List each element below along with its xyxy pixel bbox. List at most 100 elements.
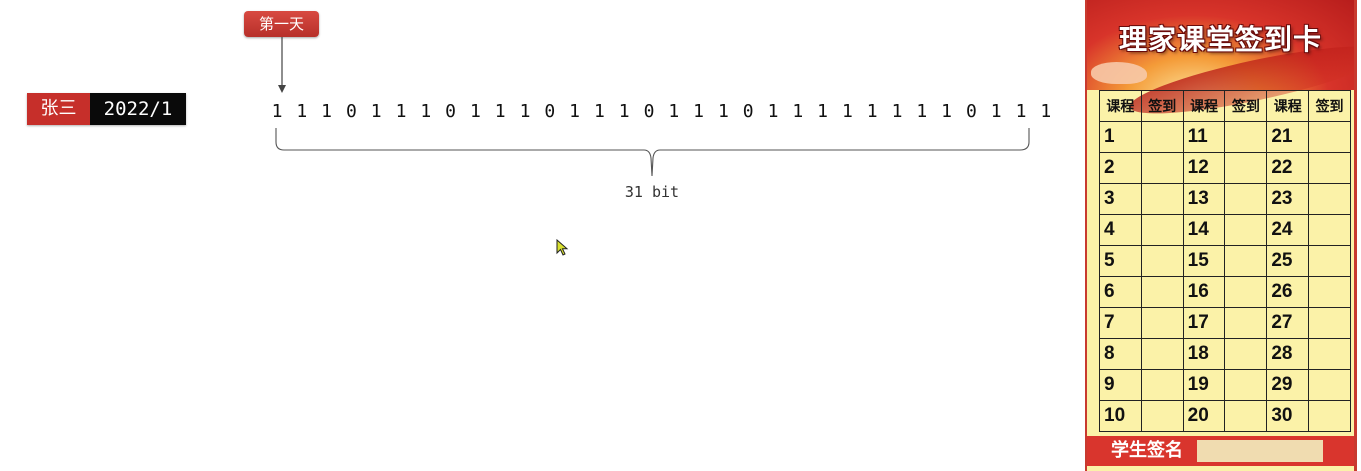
bit-21: 1 — [767, 101, 779, 122]
signin-cell[interactable] — [1140, 245, 1184, 277]
course-number: 22 — [1266, 152, 1310, 184]
bit-14: 1 — [593, 101, 605, 122]
signin-cell[interactable] — [1224, 121, 1268, 153]
bit-11: 1 — [519, 101, 531, 122]
first-day-tag: 第一天 — [244, 11, 319, 37]
course-number: 17 — [1182, 307, 1226, 339]
signin-cell[interactable] — [1140, 152, 1184, 184]
card-header: 理家课堂签到卡 — [1087, 0, 1354, 127]
signature-box[interactable] — [1197, 440, 1323, 462]
grid-header-row: 课程签到课程签到课程签到 — [1099, 90, 1351, 122]
signin-cell[interactable] — [1224, 338, 1268, 370]
signin-cell[interactable] — [1224, 369, 1268, 401]
course-number: 23 — [1266, 183, 1310, 215]
course-header: 课程 — [1182, 90, 1226, 122]
signin-cell[interactable] — [1308, 214, 1351, 246]
signin-cell[interactable] — [1308, 276, 1351, 308]
course-number: 2 — [1099, 152, 1142, 184]
signin-cell[interactable] — [1140, 307, 1184, 339]
course-number: 7 — [1099, 307, 1142, 339]
signin-header: 签到 — [1224, 90, 1268, 122]
bit-20: 0 — [742, 101, 754, 122]
signin-cell[interactable] — [1224, 183, 1268, 215]
bit-9: 1 — [469, 101, 481, 122]
first-day-arrow — [278, 37, 286, 93]
course-number: 26 — [1266, 276, 1310, 308]
signin-cell[interactable] — [1308, 121, 1351, 153]
bit-10: 1 — [494, 101, 506, 122]
signin-cell[interactable] — [1224, 307, 1268, 339]
signin-cell[interactable] — [1140, 369, 1184, 401]
course-number: 15 — [1182, 245, 1226, 277]
signin-cell[interactable] — [1140, 400, 1184, 432]
signin-cell[interactable] — [1308, 338, 1351, 370]
course-number: 16 — [1182, 276, 1226, 308]
signin-cell[interactable] — [1224, 400, 1268, 432]
bit-4: 0 — [345, 101, 357, 122]
course-number: 28 — [1266, 338, 1310, 370]
student-signature-label: 学生签名 — [1111, 440, 1183, 461]
course-number: 8 — [1099, 338, 1142, 370]
signin-cell[interactable] — [1224, 152, 1268, 184]
bit-19: 1 — [717, 101, 729, 122]
signin-cell[interactable] — [1140, 214, 1184, 246]
signin-cell[interactable] — [1308, 152, 1351, 184]
user-name: 张三 — [27, 93, 90, 125]
course-number: 5 — [1099, 245, 1142, 277]
signin-header: 签到 — [1140, 90, 1184, 122]
course-number: 10 — [1099, 400, 1142, 432]
bit-28: 1 — [941, 101, 953, 122]
bit-1: 1 — [271, 101, 283, 122]
signin-cell[interactable] — [1224, 276, 1268, 308]
bit-25: 1 — [866, 101, 878, 122]
signin-cell[interactable] — [1140, 338, 1184, 370]
course-header: 课程 — [1099, 90, 1142, 122]
bit-32: 1 — [1040, 101, 1052, 122]
course-number: 19 — [1182, 369, 1226, 401]
bit-13: 1 — [569, 101, 581, 122]
hand-illustration — [1091, 62, 1147, 84]
bit-12: 0 — [544, 101, 556, 122]
bit-23: 1 — [817, 101, 829, 122]
bit-3: 1 — [321, 101, 333, 122]
signin-cell[interactable] — [1224, 214, 1268, 246]
course-number: 18 — [1182, 338, 1226, 370]
bit-18: 1 — [693, 101, 705, 122]
signin-cell[interactable] — [1308, 307, 1351, 339]
course-number: 29 — [1266, 369, 1310, 401]
course-number: 13 — [1182, 183, 1226, 215]
signin-cell[interactable] — [1140, 276, 1184, 308]
signin-cell[interactable] — [1140, 183, 1184, 215]
signin-cell[interactable] — [1308, 183, 1351, 215]
bit-17: 1 — [668, 101, 680, 122]
course-number: 4 — [1099, 214, 1142, 246]
bit-2: 1 — [296, 101, 308, 122]
course-number: 6 — [1099, 276, 1142, 308]
card-footer: 学生签名 — [1087, 436, 1354, 466]
course-number: 11 — [1182, 121, 1226, 153]
bit-24: 1 — [841, 101, 853, 122]
course-number: 21 — [1266, 121, 1310, 153]
bit-27: 1 — [916, 101, 928, 122]
user-month-tag: 张三 2022/1 — [27, 93, 186, 125]
card-title: 理家课堂签到卡 — [1118, 23, 1322, 56]
course-number: 9 — [1099, 369, 1142, 401]
signin-cell[interactable] — [1308, 245, 1351, 277]
bit-6: 1 — [395, 101, 407, 122]
signin-cell[interactable] — [1224, 245, 1268, 277]
signin-cell[interactable] — [1308, 400, 1351, 432]
bit-16: 0 — [643, 101, 655, 122]
signin-cell[interactable] — [1308, 369, 1351, 401]
course-header: 课程 — [1266, 90, 1310, 122]
bit-8: 0 — [445, 101, 457, 122]
signin-cell[interactable] — [1140, 121, 1184, 153]
